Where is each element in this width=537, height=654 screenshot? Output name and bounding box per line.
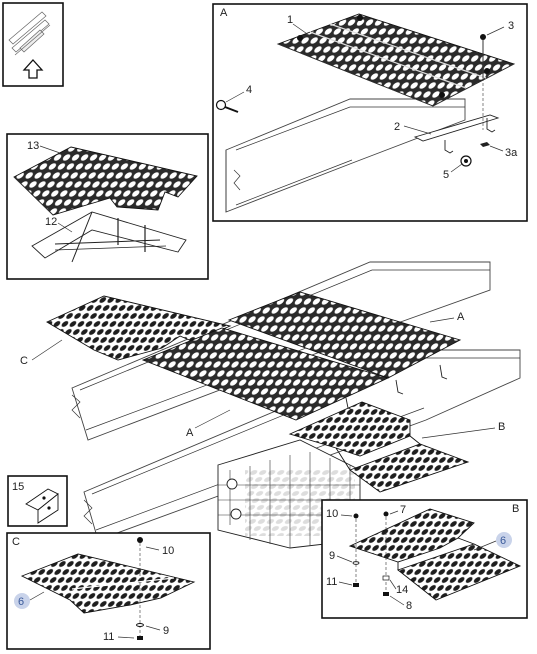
callout-12: 12 [45,216,57,228]
callout-3a: 3a [505,147,518,159]
washer-3a [480,142,490,147]
callout-10-c: 10 [162,545,174,557]
grate-b [288,401,470,493]
callout-2: 2 [394,121,400,133]
callout-main-a-upper: A [457,311,465,323]
nut-5 [460,155,472,167]
callout-5: 5 [443,169,449,181]
callout-10-b: 10 [326,508,338,520]
angle-bracket-15 [25,488,59,524]
washer-9-c [136,623,144,627]
grate-plate-1 [276,13,516,107]
callout-6-c: 6 [18,596,24,608]
grate-a-lower [141,327,390,421]
arrow-up-icon [22,59,44,79]
frame-12 [31,211,187,263]
grate-plate-13 [13,146,198,216]
bolt-10-c [137,537,143,636]
detail-a-box: A [212,3,528,222]
detail-c-box: C 6 10 9 11 [6,532,211,650]
screw-4 [215,99,239,113]
callout-11-b: 11 [326,576,337,588]
callout-7: 7 [400,504,406,516]
detail-b-title: B [512,503,519,515]
grate-6-b [348,508,522,601]
rail-detail-a [225,98,466,213]
callout-main-c: C [20,355,28,367]
callout-1: 1 [287,14,293,26]
orientation-box [2,2,64,87]
callout-13: 13 [27,140,39,152]
callout-main-a-lower: A [186,427,194,439]
callout-8: 8 [406,600,412,612]
bracket-2 [413,114,500,154]
badge-6-c: 6 [14,591,45,609]
detail-c-title: C [12,536,20,548]
callout-9-b: 9 [329,550,335,562]
callout-11-c: 11 [103,631,114,643]
callout-6-b: 6 [500,535,506,547]
callouts-detail-a: 1 3 4 2 3a 5 [225,14,518,181]
callout-4: 4 [246,84,252,96]
callouts-main: A A B C [20,311,505,439]
grate-a-upper [227,291,462,379]
bolts-b [352,511,390,596]
badge-6-b: 6 [473,532,512,551]
detail-12-13-box: 13 12 [6,133,209,280]
callout-15: 15 [12,481,24,493]
callout-14: 14 [396,584,408,596]
grate-6-c [20,553,196,614]
grate-c [46,295,232,361]
callout-main-b: B [498,421,505,433]
detail-b-box: B 6 10 7 9 11 14 [321,499,528,619]
bolt-3 [480,34,486,130]
main-brackets [345,364,448,411]
nut-11-c [137,636,143,640]
small-frame-thumbnail [8,11,51,56]
callout-9-c: 9 [163,625,169,637]
detail-a-title: A [220,7,228,19]
callouts-detail-12-13: 13 12 [27,140,73,233]
callout-3: 3 [508,20,514,32]
detail-15-box: 15 [7,475,68,527]
